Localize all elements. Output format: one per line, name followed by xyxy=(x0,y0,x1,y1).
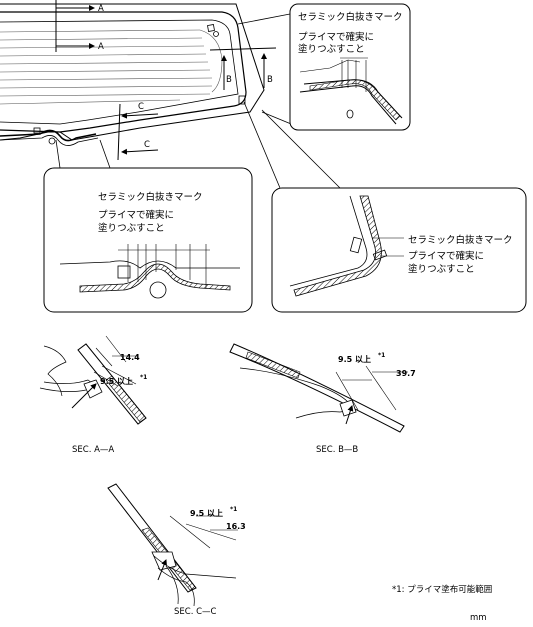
callout-middle-right: セラミック白抜きマーク プライマで確実に 塗りつぶすこと xyxy=(271,187,527,313)
cut-label-b-left: B xyxy=(226,75,232,85)
svg-text:9.5 以上: 9.5 以上 xyxy=(100,376,133,386)
callout-middle-right-title: セラミック白抜きマーク xyxy=(408,234,513,246)
cut-label-a-bottom: A xyxy=(98,42,104,52)
unit-label: mm xyxy=(470,613,487,623)
callout-middle-left: セラミック白抜きマーク プライマで確実に 塗りつぶすこと xyxy=(43,167,253,313)
svg-text:*1: *1 xyxy=(378,352,385,359)
footnote-primer-range: *1: プライマ塗布可能範囲 xyxy=(392,584,492,595)
sec-cc-dim-primer: 9.5 以上 *1 xyxy=(190,506,237,518)
sec-aa-title: SEC. A—A xyxy=(72,445,114,455)
section-b-b: 39.7 9.5 以上 *1 SEC. B—B xyxy=(229,343,416,455)
sec-aa-dim-width: 14.4 xyxy=(120,353,140,362)
callout-middle-left-line2: 塗りつぶすこと xyxy=(98,222,165,234)
sec-bb-dim-width: 39.7 xyxy=(396,369,416,378)
sec-bb-dim-primer: 9.5 以上 *1 xyxy=(338,352,385,364)
sec-bb-title: SEC. B—B xyxy=(316,445,358,455)
sec-cc-title: SEC. C—C xyxy=(174,607,217,617)
sec-aa-dim-primer: 9.5 以上 *1 xyxy=(100,374,147,386)
section-c-c: 9.5 以上 *1 16.3 SEC. C—C xyxy=(107,483,246,617)
svg-text:*1: *1 xyxy=(140,374,147,381)
callout-top-right-title: セラミック白抜きマーク xyxy=(298,11,403,23)
cut-label-b-right: B xyxy=(267,75,273,85)
callout-middle-left-title: セラミック白抜きマーク xyxy=(98,191,203,203)
cut-line-b: B B xyxy=(209,47,277,90)
cut-label-c-bottom: C xyxy=(144,140,150,150)
section-a-a: 14.4 9.5 以上 *1 SEC. A—A xyxy=(39,335,147,455)
svg-text:*1: *1 xyxy=(230,506,237,513)
cut-label-a-top: A xyxy=(98,4,104,14)
sec-cc-dim-width: 16.3 xyxy=(226,522,246,531)
cut-label-c-top: C xyxy=(138,102,144,112)
callout-top-right-line1: プライマで確実に xyxy=(298,31,374,43)
cut-line-a: A A xyxy=(55,0,104,52)
callout-top-right-line2: 塗りつぶすこと xyxy=(298,43,365,55)
cut-line-c: C C xyxy=(117,102,159,161)
callout-middle-left-line1: プライマで確実に xyxy=(98,209,174,221)
svg-text:9.5 以上: 9.5 以上 xyxy=(338,354,371,364)
callout-top-right: セラミック白抜きマーク プライマで確実に 塗りつぶすこと xyxy=(289,3,411,131)
svg-text:9.5 以上: 9.5 以上 xyxy=(190,508,223,518)
callout-middle-right-line2: 塗りつぶすこと xyxy=(408,263,475,275)
defogger-lines xyxy=(0,29,223,105)
callout-middle-right-line1: プライマで確実に xyxy=(408,250,484,262)
